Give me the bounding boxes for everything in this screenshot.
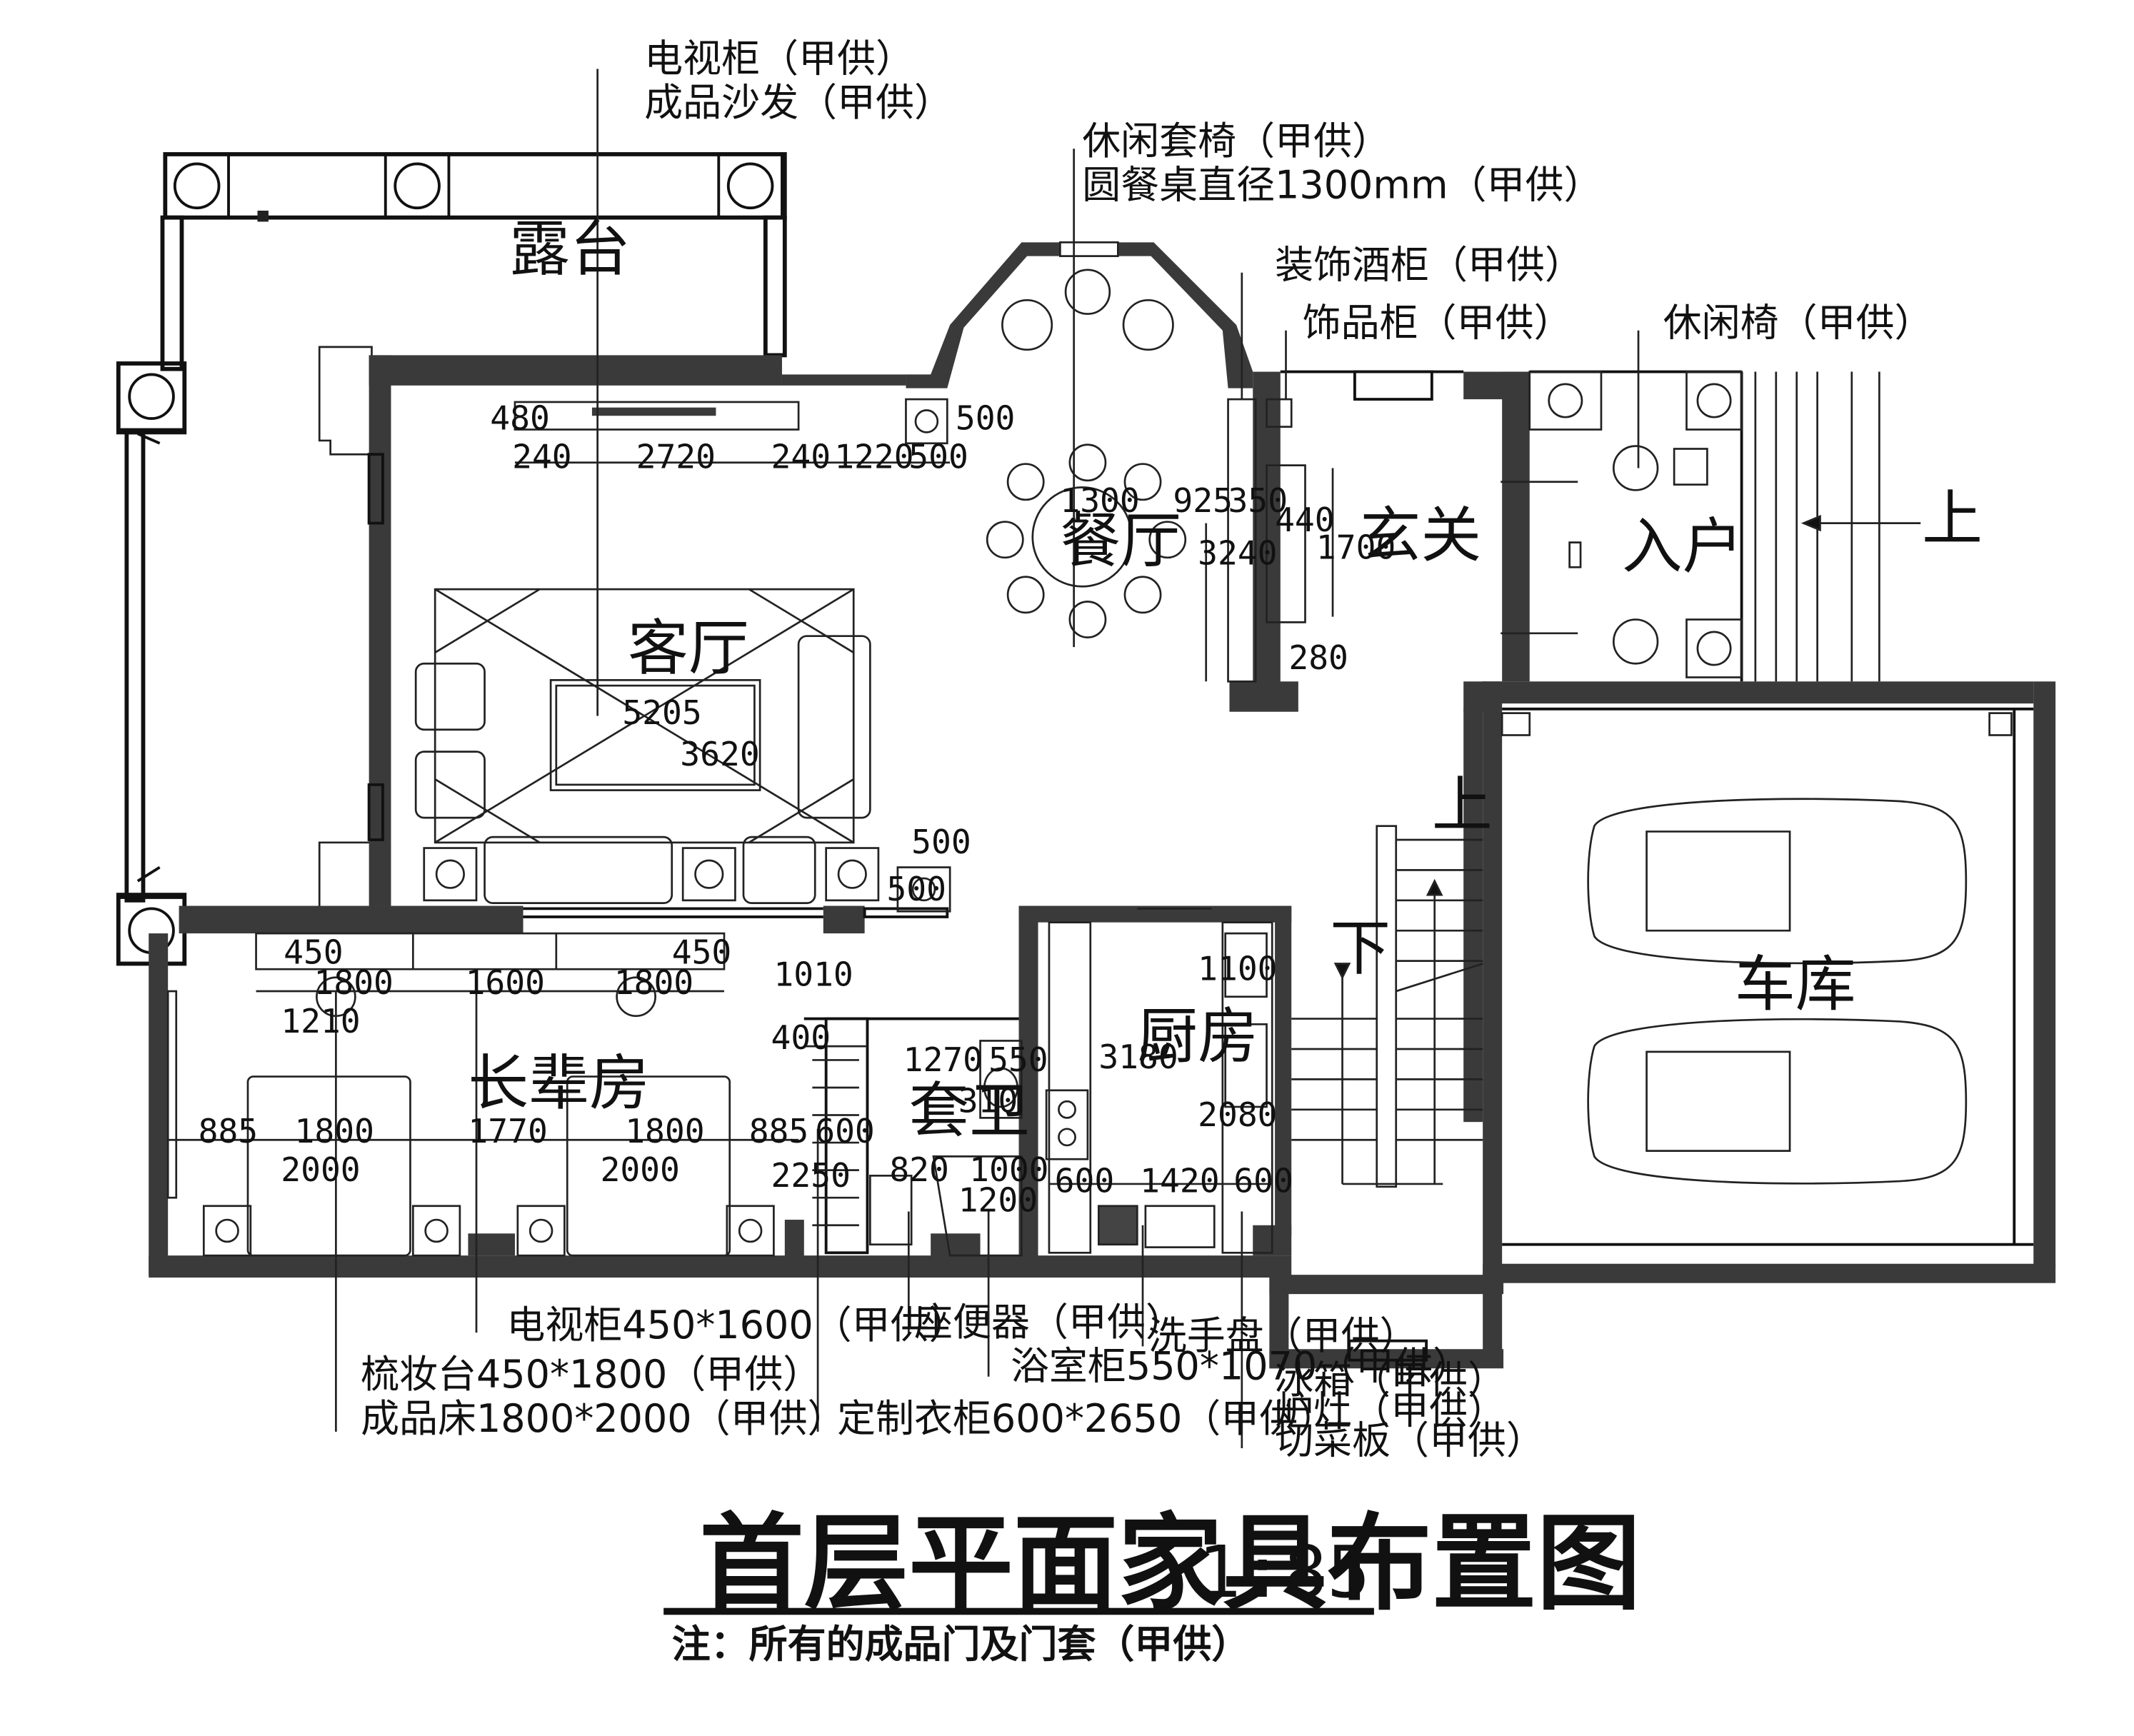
dim-450b: 450 — [672, 933, 732, 971]
dim-1770: 1770 — [468, 1112, 547, 1150]
dim-885b: 885 — [749, 1112, 809, 1150]
dim-350: 350 — [1228, 481, 1288, 520]
dim-2250: 2250 — [771, 1156, 851, 1195]
drawing-note: 注：所有的成品门及门套（甲供） — [672, 1622, 1251, 1667]
dim-3620: 3620 — [680, 735, 759, 773]
drawing-scale: 1:85 — [1198, 1530, 1370, 1614]
dim-440: 440 — [1275, 501, 1335, 539]
dim-5205: 5205 — [622, 693, 701, 732]
dim-280: 280 — [1288, 638, 1348, 677]
dim-1800b: 1800 — [614, 963, 693, 1002]
dim-1200: 1200 — [958, 1180, 1038, 1219]
staircase — [1291, 825, 1483, 1188]
label-display-cabinet: 饰品柜（甲供） — [1303, 300, 1573, 345]
label-tv-cabinet-top: 电视柜（甲供） — [644, 36, 914, 81]
room-label-entry: 入户 — [1622, 511, 1743, 582]
dim-1000: 1000 — [969, 1150, 1048, 1189]
entry-up-label: 上 — [1922, 484, 1983, 555]
room-label-kitchen: 厨房 — [1137, 1002, 1258, 1073]
dim-240b: 240 — [771, 437, 831, 476]
drawing-title: 首层平面家具布置图 — [699, 1501, 1641, 1625]
room-label-ensuite: 套卫 — [908, 1076, 1030, 1147]
dim-925: 925 — [1173, 481, 1233, 520]
label-washbasin: 洗手盘（甲供） — [1148, 1313, 1418, 1358]
room-label-living: 客厅 — [628, 613, 749, 684]
label-tv-cabinet-bottom: 电视柜450*1600（甲供） — [506, 1303, 967, 1348]
dim-500b: 500 — [956, 399, 1016, 438]
dim-1700: 1700 — [1316, 528, 1396, 567]
dim-1010: 1010 — [773, 955, 853, 993]
room-label-garage: 车库 — [1735, 949, 1856, 1020]
dimension-lines — [168, 69, 1640, 1449]
label-bed: 成品床1800*2000（甲供） — [361, 1396, 846, 1441]
dim-1270: 1270 — [903, 1040, 983, 1079]
label-sofa-top: 成品沙发（甲供） — [644, 80, 953, 125]
dim-2000b: 2000 — [600, 1150, 679, 1189]
room-label-dining: 餐厅 — [1060, 506, 1181, 577]
dim-500c: 500 — [911, 823, 971, 861]
dim-600a: 600 — [815, 1112, 875, 1150]
dim-1800c: 1800 — [295, 1112, 374, 1150]
dim-2080: 2080 — [1198, 1095, 1277, 1134]
dim-480: 480 — [490, 399, 550, 438]
label-lounge-chairs-dining: 休闲套椅（甲供） — [1082, 119, 1391, 164]
dim-820: 820 — [889, 1150, 949, 1189]
label-dresser: 梳妆台450*1800（甲供） — [361, 1352, 821, 1397]
dim-500d: 500 — [886, 870, 946, 908]
dim-240a: 240 — [512, 437, 572, 476]
walls — [149, 355, 2056, 1369]
living-furniture — [414, 398, 951, 913]
dim-3240: 3240 — [1198, 533, 1277, 572]
stair-up-label: 上 — [1432, 771, 1493, 841]
room-label-terrace: 露台 — [509, 214, 631, 285]
dim-450a: 450 — [284, 933, 344, 971]
dim-400: 400 — [771, 1018, 831, 1057]
label-round-table: 圆餐桌直径1300mm（甲供） — [1082, 163, 1602, 208]
label-wardrobe: 定制衣柜600*2650（甲供） — [837, 1396, 1336, 1441]
dim-2000a: 2000 — [281, 1150, 360, 1189]
dimension-text: 480 240 2720 240 1220 500 500 1300 925 3… — [199, 399, 1396, 1220]
dim-2720: 2720 — [636, 437, 716, 476]
dining-bay — [906, 241, 1253, 388]
dim-550: 550 — [988, 1040, 1048, 1079]
dim-1600: 1600 — [466, 963, 545, 1002]
label-toilet: 座便器（甲供） — [914, 1300, 1184, 1345]
dim-310: 310 — [958, 1082, 1018, 1120]
label-cutting-board: 切菜板（甲供） — [1275, 1418, 1545, 1463]
entry-furniture — [1501, 371, 1921, 682]
label-lounge-chair-entry: 休闲椅（甲供） — [1663, 300, 1933, 345]
dim-1100: 1100 — [1198, 950, 1277, 988]
label-fridge: 冰箱（甲供） — [1275, 1358, 1506, 1403]
ensuite-fixtures — [803, 1040, 1023, 1257]
dim-1420: 1420 — [1140, 1161, 1219, 1200]
title-underline — [663, 1607, 1374, 1615]
dim-1800a: 1800 — [314, 963, 394, 1002]
room-label-foyer: 玄关 — [1361, 501, 1482, 571]
callout-labels: 电视柜（甲供） 成品沙发（甲供） 休闲套椅（甲供） 圆餐桌直径1300mm（甲供… — [361, 36, 1933, 1462]
kitchen-fixtures — [1045, 908, 1273, 1254]
garage-cars — [1501, 712, 2013, 1185]
label-vanity: 浴室柜550*1070（甲供） — [1011, 1344, 1471, 1389]
label-stove: 炉灶（甲供） — [1275, 1388, 1506, 1433]
dim-1800d: 1800 — [625, 1112, 704, 1150]
elder-room-furniture — [166, 932, 775, 1257]
stair-down-label: 下 — [1330, 913, 1391, 984]
label-wine-cabinet: 装饰酒柜（甲供） — [1275, 242, 1583, 287]
dim-3180: 3180 — [1098, 1038, 1178, 1076]
dim-1210: 1210 — [281, 1002, 360, 1040]
dim-1220: 1220 — [834, 437, 913, 476]
dim-1300: 1300 — [1060, 481, 1139, 520]
dim-885a: 885 — [199, 1112, 259, 1150]
dim-500a: 500 — [908, 437, 968, 476]
room-label-elder-room: 长辈房 — [468, 1048, 649, 1119]
dim-600c: 600 — [1233, 1161, 1293, 1200]
dim-600b: 600 — [1055, 1161, 1115, 1200]
